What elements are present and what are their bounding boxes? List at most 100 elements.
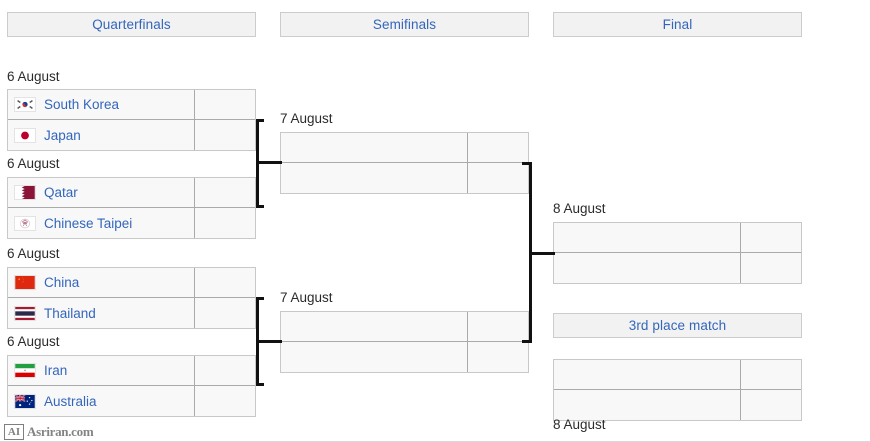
- score-cell[interactable]: [195, 386, 255, 416]
- match-qf1[interactable]: South Korea Japan: [7, 89, 256, 151]
- south-korea-flag: [14, 97, 36, 112]
- australia-flag: [14, 393, 36, 409]
- match-qf4[interactable]: Iran: [7, 355, 256, 417]
- match-row[interactable]: Thailand: [8, 298, 255, 328]
- team-cell[interactable]: Thailand: [8, 298, 195, 328]
- score-cell[interactable]: [741, 253, 801, 283]
- watermark-text: Asriran.com: [27, 424, 94, 439]
- team-cell[interactable]: [281, 133, 468, 162]
- match-row[interactable]: [554, 223, 801, 253]
- match-row[interactable]: Australia: [8, 386, 255, 416]
- match-row[interactable]: [554, 390, 801, 420]
- match-row[interactable]: [281, 133, 528, 163]
- team-name: China: [44, 275, 80, 290]
- team-cell[interactable]: [554, 223, 741, 252]
- chinese-taipei-flag: [14, 215, 36, 231]
- score-cell[interactable]: [195, 120, 255, 150]
- team-cell[interactable]: [554, 360, 741, 389]
- score-cell[interactable]: [468, 163, 528, 193]
- date-label-qf4: 6 August: [7, 334, 60, 349]
- team-cell[interactable]: South Korea: [8, 90, 195, 119]
- team-name: Qatar: [44, 185, 78, 200]
- team-cell[interactable]: Chinese Taipei: [8, 208, 195, 238]
- team-cell[interactable]: [281, 342, 468, 372]
- bracket-connector-final-feed: [529, 252, 555, 255]
- thailand-flag: [14, 305, 36, 321]
- bracket-connector-qf4-stub: [256, 383, 264, 386]
- bracket-connector-sf2-feed: [256, 340, 282, 343]
- round-header-label: Quarterfinals: [92, 17, 171, 32]
- score-cell[interactable]: [195, 90, 255, 119]
- bracket-connector-qf1-stub: [256, 119, 264, 122]
- score-cell[interactable]: [741, 360, 801, 389]
- score-cell[interactable]: [195, 268, 255, 297]
- team-cell[interactable]: Japan: [8, 120, 195, 150]
- date-label-final: 8 August: [553, 201, 606, 216]
- team-cell[interactable]: Iran: [8, 356, 195, 385]
- date-label-third-place: 8 August: [553, 417, 606, 432]
- bracket-connector-qf3-stub: [256, 297, 264, 300]
- round-header-label: Semifinals: [372, 17, 437, 32]
- team-cell[interactable]: [554, 253, 741, 283]
- round-header-third-place[interactable]: 3rd place match: [553, 313, 802, 338]
- score-cell[interactable]: [741, 390, 801, 420]
- match-qf2[interactable]: Qatar Chinese Taipei: [7, 177, 256, 239]
- team-cell[interactable]: Qatar: [8, 178, 195, 207]
- match-sf2[interactable]: [280, 311, 529, 373]
- match-row[interactable]: [281, 312, 528, 342]
- round-header-label: Final: [662, 17, 693, 32]
- date-label-qf1: 6 August: [7, 69, 60, 84]
- score-cell[interactable]: [195, 356, 255, 385]
- match-row[interactable]: Iran: [8, 356, 255, 386]
- team-name: South Korea: [44, 97, 120, 112]
- score-cell[interactable]: [468, 342, 528, 372]
- score-cell[interactable]: [468, 133, 528, 162]
- match-row[interactable]: South Korea: [8, 90, 255, 120]
- bracket-connector-qf2-stub: [256, 205, 264, 208]
- date-label-qf3: 6 August: [7, 246, 60, 261]
- match-row[interactable]: [554, 253, 801, 283]
- team-name: Japan: [44, 127, 81, 143]
- score-cell[interactable]: [195, 178, 255, 207]
- japan-flag: [14, 127, 36, 143]
- team-cell[interactable]: China: [8, 268, 195, 297]
- score-cell[interactable]: [468, 312, 528, 341]
- match-row[interactable]: Japan: [8, 120, 255, 150]
- team-cell[interactable]: Australia: [8, 386, 195, 416]
- match-row[interactable]: Qatar: [8, 178, 255, 208]
- match-row[interactable]: [554, 360, 801, 390]
- team-name: Thailand: [44, 305, 96, 321]
- china-flag: [14, 275, 36, 290]
- team-name: Chinese Taipei: [44, 215, 133, 231]
- date-label-qf2: 6 August: [7, 156, 60, 171]
- match-final[interactable]: [553, 222, 802, 284]
- date-label-sf2: 7 August: [280, 290, 333, 305]
- match-row[interactable]: [281, 163, 528, 193]
- round-header-final[interactable]: Final: [553, 12, 802, 37]
- bracket-connector-sf1-stub: [522, 162, 532, 165]
- team-cell[interactable]: [281, 163, 468, 193]
- watermark: AI Asriran.com: [4, 424, 94, 440]
- score-cell[interactable]: [195, 298, 255, 328]
- bracket-connector-sf1-feed: [256, 161, 282, 164]
- match-row[interactable]: China: [8, 268, 255, 298]
- score-cell[interactable]: [741, 223, 801, 252]
- round-header-label: 3rd place match: [628, 318, 727, 333]
- team-name: Iran: [44, 363, 68, 378]
- iran-flag: [14, 363, 36, 378]
- team-name: Australia: [44, 393, 97, 409]
- match-sf1[interactable]: [280, 132, 529, 194]
- match-qf3[interactable]: China Thailand: [7, 267, 256, 329]
- watermark-logo-icon: AI: [4, 424, 24, 440]
- match-row[interactable]: [281, 342, 528, 372]
- team-cell[interactable]: [554, 390, 741, 420]
- date-label-sf1: 7 August: [280, 111, 333, 126]
- bracket-connector-sf2-stub: [522, 340, 532, 343]
- round-header-quarterfinals[interactable]: Quarterfinals: [7, 12, 256, 37]
- match-third-place[interactable]: [553, 359, 802, 421]
- qatar-flag: [14, 185, 36, 200]
- round-header-semifinals[interactable]: Semifinals: [280, 12, 529, 37]
- match-row[interactable]: Chinese Taipei: [8, 208, 255, 238]
- score-cell[interactable]: [195, 208, 255, 238]
- team-cell[interactable]: [281, 312, 468, 341]
